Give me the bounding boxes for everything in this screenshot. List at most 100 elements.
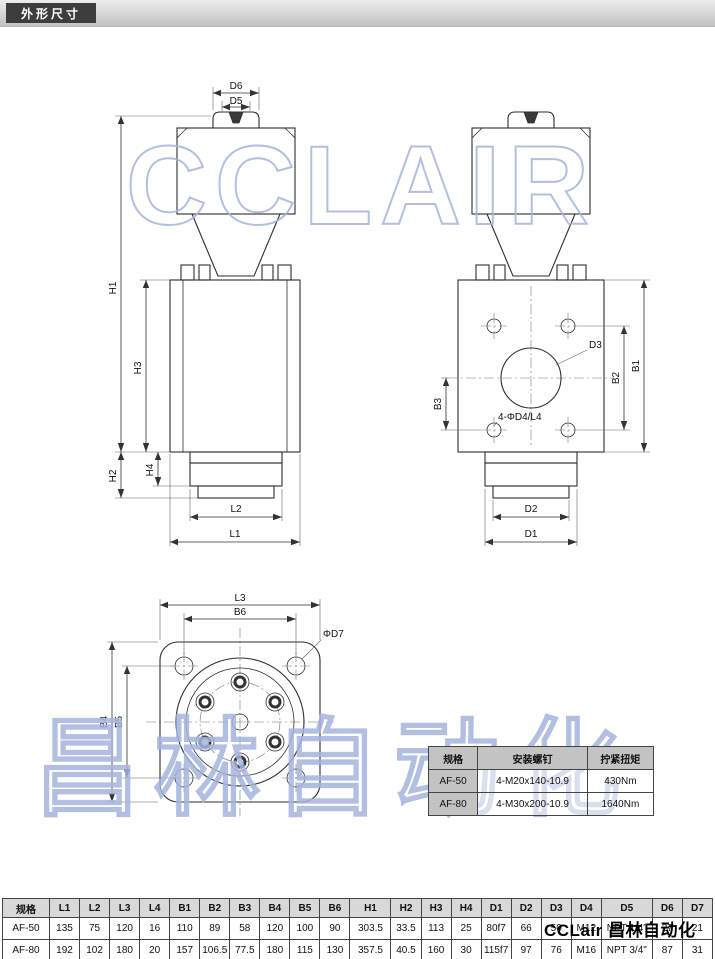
dim-label-b4: B4 (99, 715, 110, 728)
dim-label-b2: B2 (611, 371, 622, 384)
header-cell: H3 (420, 898, 452, 918)
header-cell: D3 (540, 898, 572, 918)
value-cell: 135 (48, 917, 81, 940)
dim-label-l1: L1 (229, 529, 241, 540)
value-cell: 157 (169, 939, 201, 959)
dim-label-d5: D5 (230, 96, 243, 107)
header-cell: B4 (259, 898, 291, 918)
value-cell: 40.5 (390, 939, 422, 959)
value-cell: 1640Nm (586, 792, 655, 816)
ribbed-band (189, 462, 283, 487)
header-cell: D6 (651, 898, 683, 918)
bolt-circle-holes (195, 672, 285, 772)
header-cell: B6 (319, 898, 351, 918)
value-cell: 120 (109, 917, 141, 940)
value-cell: 50 (540, 917, 572, 940)
value-cell: 357.5 (349, 939, 392, 959)
value-cell: 80f7 (480, 917, 512, 940)
header-cell: D4 (570, 898, 602, 918)
header-cell: B2 (199, 898, 231, 918)
row-label-cell: AF-80 (2, 939, 50, 959)
value-cell: 87 (651, 939, 683, 959)
header-cell: H1 (349, 898, 392, 918)
dim-label-b6: B6 (234, 607, 247, 618)
header-row: 规格安装螺钉拧紧扭矩 (427, 746, 655, 770)
center-hole (231, 713, 249, 731)
value-cell: 4-M30x200-10.9 (477, 792, 588, 816)
value-cell: 100 (289, 917, 321, 940)
header-cell: D7 (681, 898, 714, 918)
value-cell: 180 (109, 939, 141, 959)
value-cell: 4-M20x140-10.9 (477, 769, 588, 793)
value-cell: 21 (681, 917, 714, 940)
header-cell: H4 (450, 898, 482, 918)
value-cell: 89 (199, 917, 231, 940)
corner-holes (170, 652, 310, 792)
dim-label-d3: D3 (589, 340, 602, 351)
row-label-cell: AF-50 (427, 769, 479, 793)
value-cell: NPT 1/4" (600, 917, 653, 940)
plug-notch (228, 111, 244, 124)
center-bore (500, 347, 562, 409)
dim-label-bolt-note: 4-ΦD4/L4 (498, 412, 542, 423)
value-cell: 20 (139, 939, 171, 959)
dim-label-d1: D1 (525, 529, 538, 540)
value-cell: 102 (79, 939, 111, 959)
plug-notch (523, 111, 539, 124)
value-cell: 113 (420, 917, 452, 940)
header-cell: 拧紧扭矩 (586, 746, 655, 770)
header-cell: D1 (480, 898, 512, 918)
value-cell: NPT 3/4" (600, 939, 653, 959)
value-cell: 27 (651, 917, 683, 940)
header-cell: H2 (390, 898, 422, 918)
value-cell: 33.5 (390, 917, 422, 940)
header-cell: B1 (169, 898, 201, 918)
value-cell: 66 (510, 917, 542, 940)
value-cell: 130 (319, 939, 351, 959)
value-cell: 160 (420, 939, 452, 959)
dim-label-d6: D6 (230, 81, 243, 92)
header-cell: B5 (289, 898, 321, 918)
value-cell: 90 (319, 917, 351, 940)
header-cell: L4 (139, 898, 171, 918)
value-cell: 75 (79, 917, 111, 940)
section-header-bar: 外形尺寸 (0, 0, 715, 27)
value-cell: 76 (540, 939, 572, 959)
brand-logo-text: CCLair 昌林自动化 (544, 921, 696, 940)
row-label-cell: AF-80 (427, 792, 479, 816)
dim-label-b5: B5 (114, 715, 125, 728)
dim-label-h2: H2 (108, 469, 119, 482)
value-cell: 16 (139, 917, 171, 940)
value-cell: 180 (259, 939, 291, 959)
value-cell: 77.5 (229, 939, 261, 959)
header-cell: D5 (600, 898, 653, 918)
plan-view-drawing: L3 B6 ΦD7 B4 B5 (99, 593, 344, 816)
value-cell: 115f7 (480, 939, 512, 959)
row-label-cell: AF-50 (2, 917, 50, 940)
value-cell: 192 (48, 939, 81, 959)
dim-label-b3: B3 (433, 397, 444, 410)
value-cell: 25 (450, 917, 482, 940)
dim-label-l3: L3 (234, 593, 246, 604)
dim-label-h3: H3 (133, 361, 144, 374)
value-cell: M16 (570, 939, 602, 959)
header-cell: L2 (79, 898, 111, 918)
dim-label-b1: B1 (631, 359, 642, 372)
value-cell: 30 (450, 939, 482, 959)
header-cell: 规格 (2, 898, 50, 918)
header-cell: D2 (510, 898, 542, 918)
dim-label-h1: H1 (108, 281, 119, 294)
watermark-brand-text: CCLAIR (126, 123, 597, 248)
header-cell: L3 (109, 898, 141, 918)
dim-label-d7: ΦD7 (323, 629, 344, 640)
value-cell: 115 (289, 939, 321, 959)
header-cell: L1 (48, 898, 81, 918)
value-cell: 120 (259, 917, 291, 940)
